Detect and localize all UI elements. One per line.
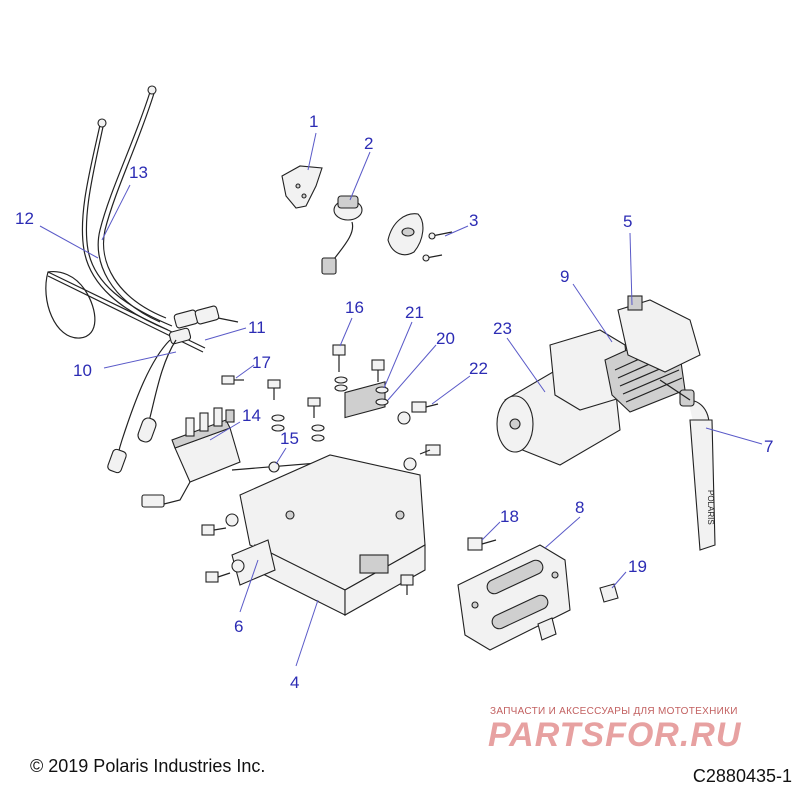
callout-5: 5 [623, 212, 632, 231]
callout-3: 3 [469, 211, 478, 230]
callouts: 1 2 3 4 5 6 7 8 9 10 11 12 13 14 15 16 1… [15, 112, 773, 692]
part-2-switch [321, 195, 363, 275]
callout-2: 2 [364, 134, 373, 153]
callout-16: 16 [345, 298, 364, 317]
part-3-cover [387, 213, 453, 262]
winch-strap-text: POLARIS [706, 490, 715, 525]
fasteners [201, 344, 619, 603]
callout-12: 12 [15, 209, 34, 228]
callout-4: 4 [290, 673, 299, 692]
callout-19: 19 [628, 557, 647, 576]
callout-20: 20 [436, 329, 455, 348]
callout-18: 18 [500, 507, 519, 526]
callout-17: 17 [252, 353, 271, 372]
callout-10: 10 [73, 361, 92, 380]
callout-21: 21 [405, 303, 424, 322]
callout-23: 23 [493, 319, 512, 338]
callout-8: 8 [575, 498, 584, 517]
callout-6: 6 [234, 617, 243, 636]
copyright-notice: © 2019 Polaris Industries Inc. [30, 756, 266, 776]
callout-15: 15 [280, 429, 299, 448]
callout-14: 14 [242, 406, 261, 425]
callout-9: 9 [560, 267, 569, 286]
roller-fairlead-8 [457, 544, 571, 651]
diagram-id: C2880435-1 [692, 766, 792, 786]
winch-assembly: POLARIS [496, 295, 716, 551]
wire-harness [45, 85, 239, 474]
callout-13: 13 [129, 163, 148, 182]
callout-22: 22 [469, 359, 488, 378]
watermark-brand-logo: PARTSFOR.RU [488, 716, 742, 754]
part-1-bracket [281, 165, 323, 209]
watermark-tagline: ЗАПЧАСТИ И АКСЕССУАРЫ ДЛЯ МОТОТЕХНИКИ [490, 706, 738, 717]
leader-lines [39, 132, 763, 667]
callout-7: 7 [764, 437, 773, 456]
callout-11: 11 [248, 318, 266, 337]
callout-1: 1 [309, 112, 318, 131]
mount-bracket-4 [231, 381, 426, 616]
contactor-14 [141, 407, 331, 508]
